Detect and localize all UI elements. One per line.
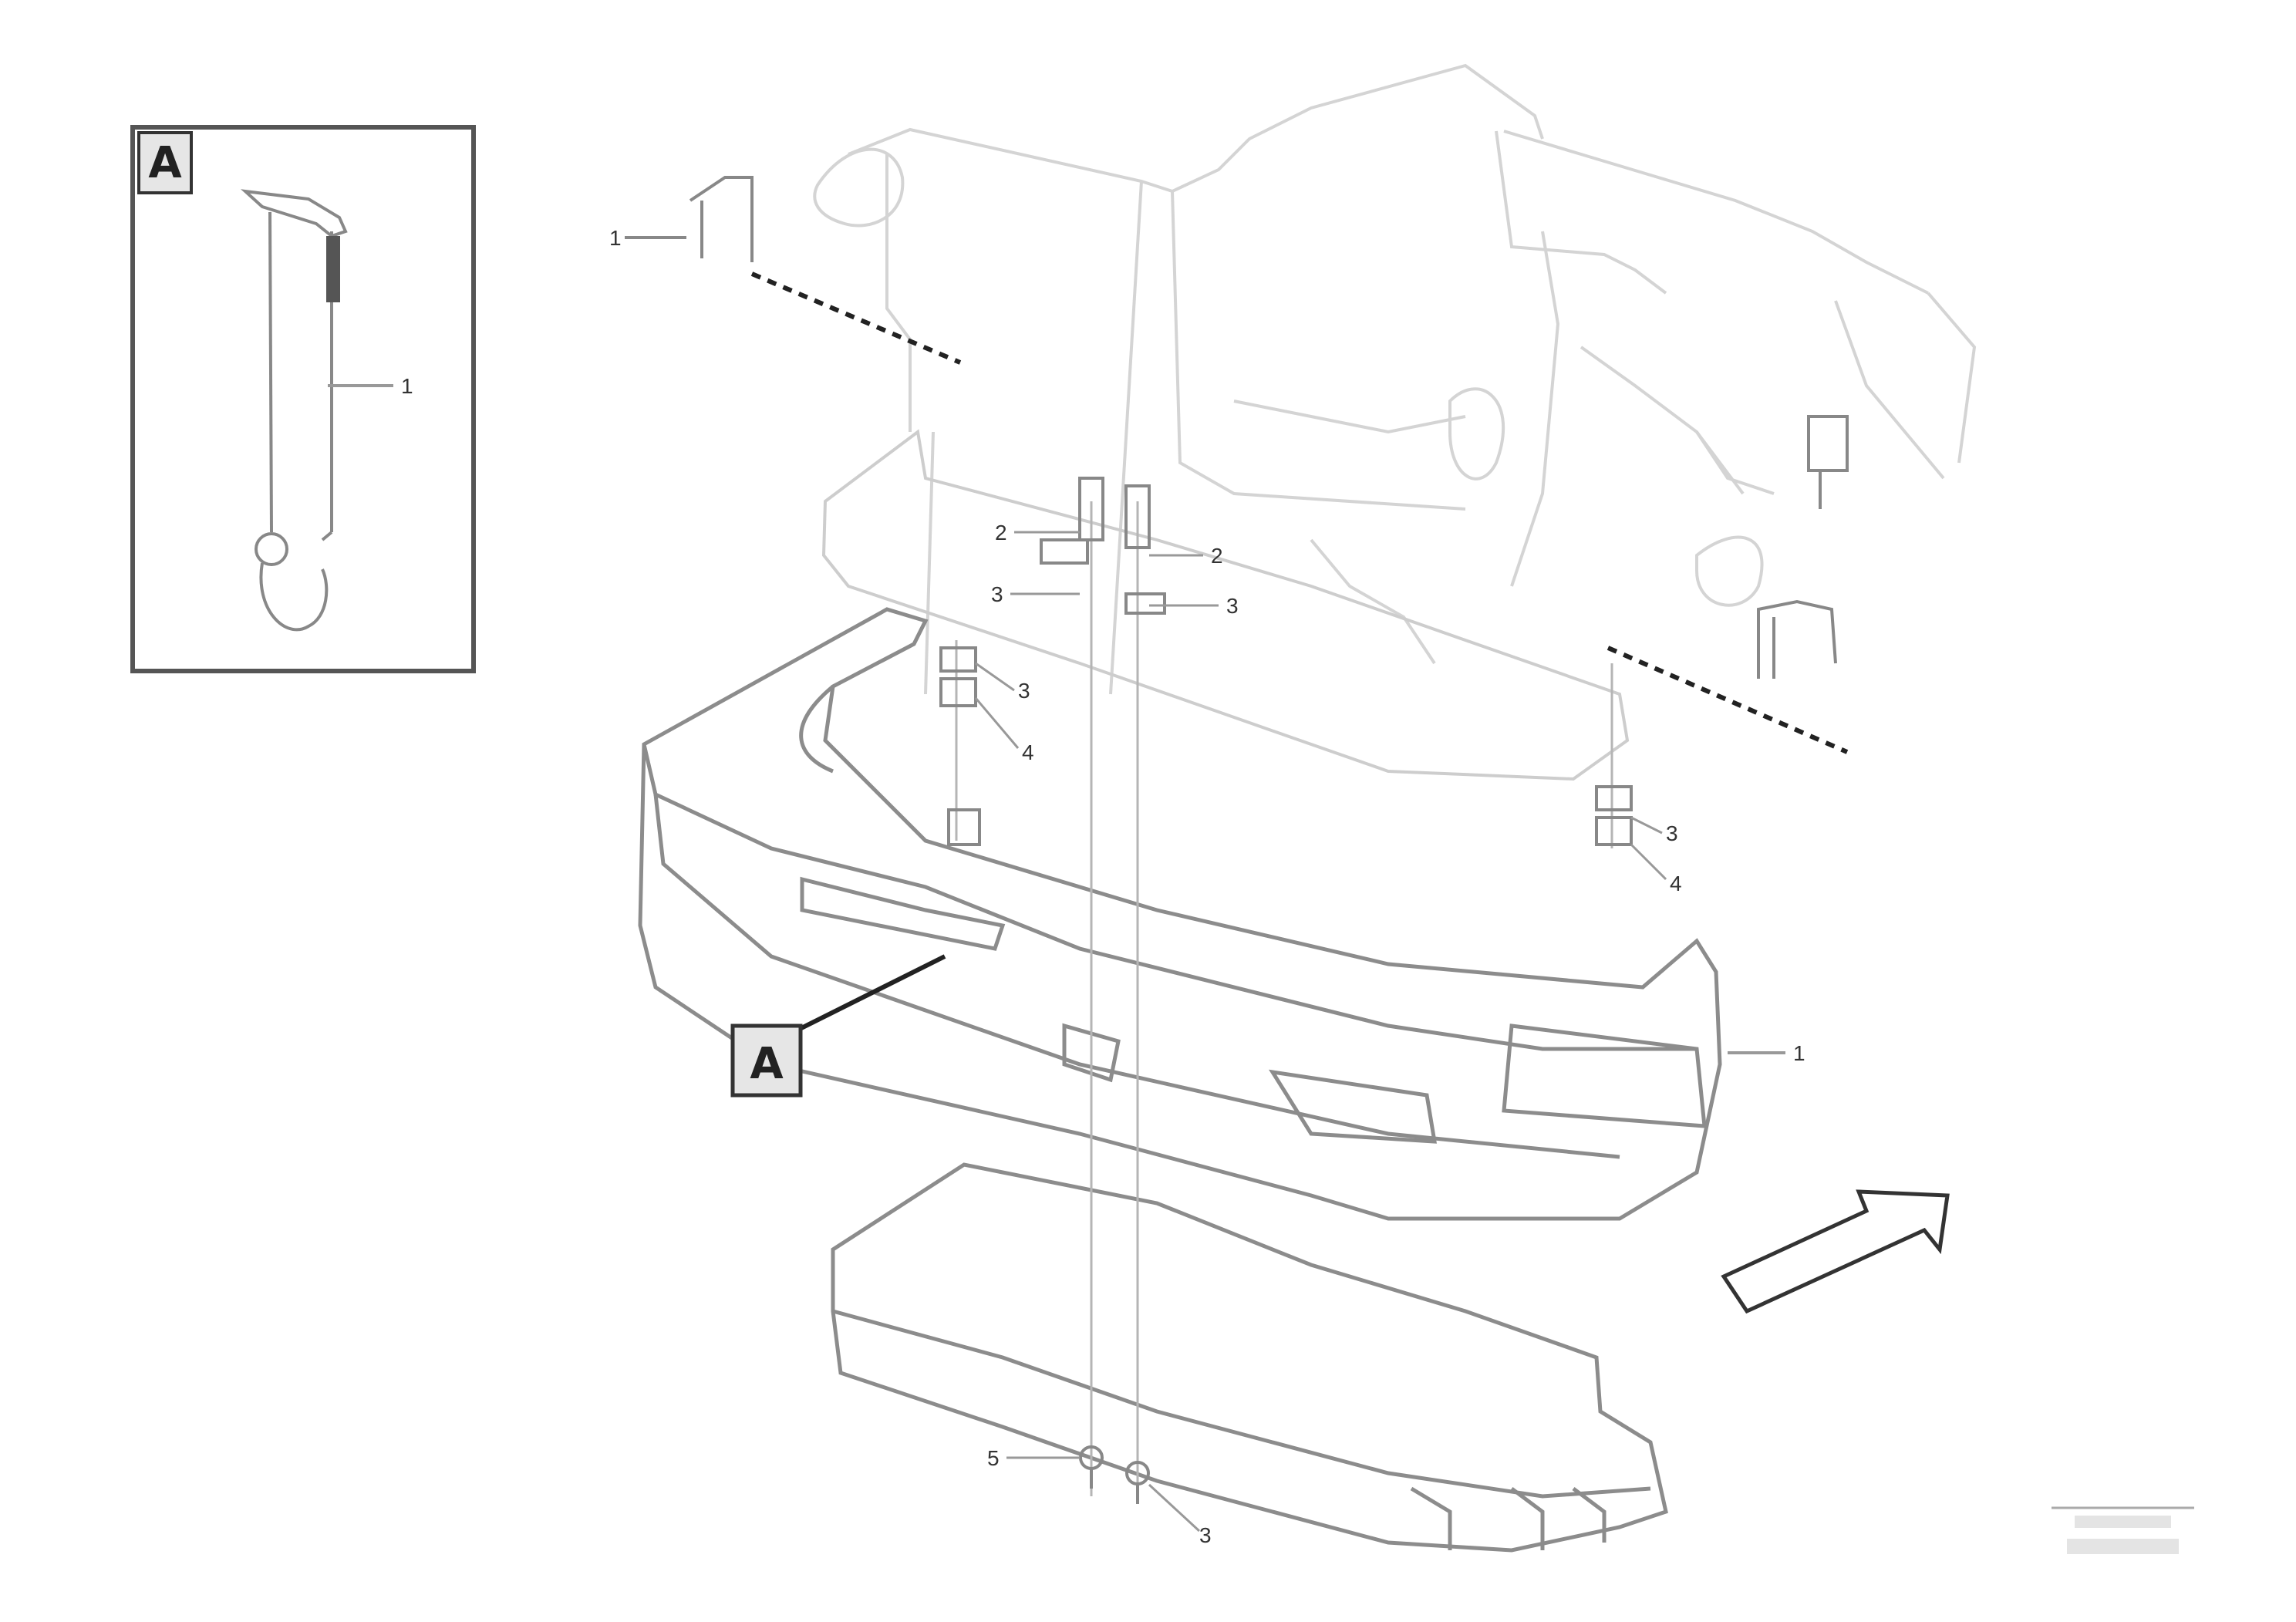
callout-bolt-bottom-left: 5 bbox=[987, 1446, 1000, 1470]
detail-a-leader bbox=[797, 954, 946, 1032]
callout-spacer-right-a: 3 bbox=[1666, 821, 1678, 845]
callout-bolt-bottom-right: 3 bbox=[1199, 1523, 1212, 1547]
callout-bolt-right-upper: 2 bbox=[1211, 544, 1223, 568]
fastener-axis-lines bbox=[955, 501, 1613, 1496]
bracket-right-icon bbox=[1757, 415, 1849, 679]
counterweight-body bbox=[638, 607, 1722, 1221]
inset-frame bbox=[130, 125, 476, 673]
callout-bracket-left: 1 bbox=[609, 226, 622, 250]
view-marker-icon bbox=[730, 1023, 803, 1098]
upper-mount-plate bbox=[821, 429, 1630, 781]
inset-callout: 1 bbox=[401, 374, 413, 398]
inset-detail-a: A 1 bbox=[130, 125, 476, 673]
leaders-bottom bbox=[1006, 1456, 1201, 1533]
callout-washer-right: 3 bbox=[1226, 594, 1239, 618]
bolt-icon bbox=[1040, 477, 1166, 615]
bottom-fastener-icon bbox=[1079, 1445, 1150, 1504]
bottom-plate bbox=[831, 1162, 1668, 1553]
spacer-stack-left-icon bbox=[939, 646, 981, 846]
machine-frame-outline bbox=[813, 63, 1977, 695]
drawing-reference bbox=[2052, 1506, 2194, 1554]
install-line-left bbox=[750, 271, 962, 365]
install-line-right bbox=[1607, 646, 1849, 754]
callout-spacer-upper-b: 4 bbox=[1022, 740, 1034, 764]
bracket-left-icon bbox=[625, 176, 754, 262]
callout-bolt-left-upper: 2 bbox=[995, 521, 1007, 545]
strap-part-icon bbox=[241, 189, 348, 632]
spacer-stack-right-icon bbox=[1595, 785, 1633, 846]
callout-washer-left: 3 bbox=[991, 582, 1003, 606]
detail-tag-letter: A bbox=[750, 1039, 784, 1089]
leaders-upper bbox=[974, 531, 1667, 881]
callout-spacer-upper-a: 3 bbox=[1018, 679, 1030, 703]
callout-spacer-right-b: 4 bbox=[1670, 872, 1682, 895]
inset-view-box bbox=[137, 131, 193, 194]
callout-counterweight: 1 bbox=[1793, 1041, 1805, 1065]
inset-view-letter: A bbox=[148, 138, 182, 188]
direction-arrow-icon bbox=[1721, 1189, 1950, 1314]
